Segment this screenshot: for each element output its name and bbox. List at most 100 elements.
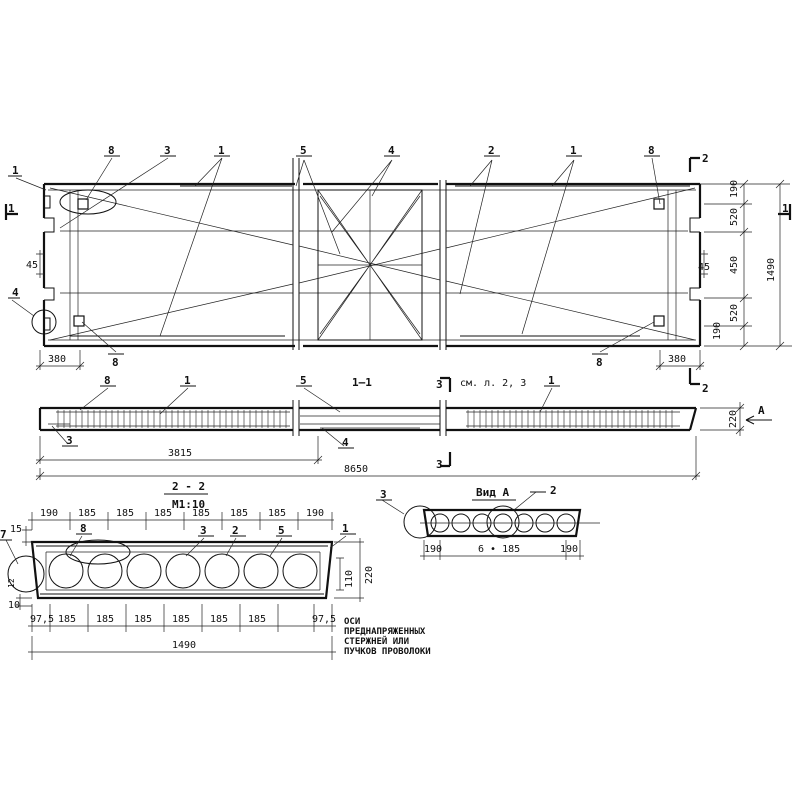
void-5 — [204, 553, 240, 589]
elev-callout-5: 5 — [300, 374, 307, 387]
elevation-view: 1—1 8 1 5 1 3 4 3 3 см. л. 2, 3 A 220 — [35, 374, 772, 481]
sec-voids — [48, 553, 318, 589]
void-4 — [165, 553, 201, 589]
plan-break-left — [292, 158, 300, 350]
sec-note-line-3: ПУЧКОВ ПРОВОЛОКИ — [344, 647, 431, 657]
sec-detail-ellipse-8 — [65, 539, 131, 565]
plan-dim-chain-right — [700, 179, 792, 351]
section-mark-3-top: 3 — [436, 378, 443, 391]
elevation-title: 1—1 — [352, 376, 372, 389]
sec-dim-220: 220 — [364, 566, 375, 584]
elev-callout-3: 3 — [66, 434, 73, 447]
view-a-dim-right: 190 — [560, 544, 578, 555]
lifting-loop-tl — [77, 198, 89, 210]
sec-dim-12: 12 — [7, 578, 16, 588]
plan-callout-8-tl: 8 — [108, 144, 115, 157]
plan-bars — [70, 185, 690, 337]
sec-bottom-dim-7: 97,5 — [312, 614, 336, 625]
plan-callout-8-bl: 8 — [112, 356, 119, 369]
sec-top-dim-0: 190 — [40, 508, 58, 519]
plan-view: 1 8 3 1 5 4 2 1 8 4 8 8 1 1 2 2 190 520 … — [4, 144, 792, 395]
elev-callout-1-left: 1 — [184, 374, 191, 387]
plan-outline-left — [42, 182, 295, 348]
plan-callout-4: 4 — [388, 144, 395, 157]
view-a-detail-3 — [403, 505, 437, 539]
section-22-title: 2 - 2 — [172, 480, 205, 493]
elevation-outline — [38, 406, 698, 432]
elevation-stirrups-right — [466, 410, 680, 428]
elev-callout-4: 4 — [342, 436, 349, 449]
elevation-stirrups-left — [56, 410, 290, 428]
dim-45-right: 45 — [698, 262, 710, 273]
void-3 — [126, 553, 162, 589]
detail-ellipse-tl — [59, 189, 117, 215]
sec-top-dim-1: 185 — [78, 508, 96, 519]
view-a-outline — [422, 508, 582, 538]
section-mark-1-left: 1 — [8, 202, 15, 215]
plan-callout-3: 3 — [164, 144, 171, 157]
dim-520-lower: 520 — [729, 304, 740, 322]
plan-callout-5: 5 — [300, 144, 307, 157]
dim-220-elev: 220 — [728, 410, 739, 428]
view-a-callout-3: 3 — [380, 488, 387, 501]
sec-bottom-dim-2: 185 — [96, 614, 114, 625]
dim-8650: 8650 — [344, 464, 368, 475]
sec-callout-7: 7 — [0, 528, 7, 541]
dim-45-left: 45 — [26, 260, 38, 271]
sec-detail-circle-7 — [7, 555, 45, 593]
view-a-dim-left: 190 — [424, 544, 442, 555]
sec-dim-10: 10 — [8, 600, 20, 611]
sec-top-dim-chain — [28, 512, 334, 530]
sec-callout-1: 1 — [342, 522, 349, 535]
plan-leaders — [11, 157, 661, 353]
sec-callout-3: 3 — [200, 524, 207, 537]
dim-190-bottom: 190 — [712, 322, 723, 340]
plan-break-right — [439, 180, 447, 350]
plan-outline-right — [446, 182, 702, 348]
dim-450: 450 — [729, 256, 740, 274]
sec-top-dim-5: 185 — [230, 508, 248, 519]
view-a-marker: A — [758, 404, 765, 417]
plan-outline-mid — [303, 182, 438, 348]
dim-190-top: 190 — [729, 180, 740, 198]
view-a-title: Вид А — [476, 486, 509, 499]
sec-top-dim-6: 185 — [268, 508, 286, 519]
plan-callout-4-left: 4 — [12, 286, 19, 299]
elev-callout-1-right: 1 — [548, 374, 555, 387]
sec-bottom-dim-5: 185 — [210, 614, 228, 625]
plan-callout-1-left: 1 — [12, 164, 19, 177]
lifting-loop-tr — [653, 198, 665, 210]
sec-dim-1490: 1490 — [172, 640, 196, 651]
sec-slab-outline — [30, 540, 334, 600]
dim-520-upper: 520 — [729, 208, 740, 226]
sec-note-line-0: ОСИ — [344, 617, 360, 627]
sec-dim-15: 15 — [10, 524, 22, 535]
void-1 — [48, 553, 84, 589]
plan-callout-1-a: 1 — [218, 144, 225, 157]
sec-bottom-dim-chain — [28, 604, 336, 632]
section-mark-2-top: 2 — [702, 152, 709, 165]
void-2 — [87, 553, 123, 589]
sec-bottom-dim-4: 185 — [172, 614, 190, 625]
void-7 — [282, 553, 318, 589]
section-mark-3-bottom: 3 — [436, 458, 443, 471]
sec-note-line-2: СТЕРЖНЕЙ ИЛИ — [344, 635, 409, 647]
sec-bottom-dim-6: 185 — [248, 614, 266, 625]
sec-top-dim-7: 190 — [306, 508, 324, 519]
sec-callout-2: 2 — [232, 524, 239, 537]
section-mark-2-bottom: 2 — [702, 382, 709, 395]
plan-callout-8-br: 8 — [596, 356, 603, 369]
section-2-2: 2 - 2 М1:10 190 185 185 185 185 185 185 … — [0, 480, 431, 660]
sec-top-dim-3: 185 — [154, 508, 172, 519]
view-a-detail-2 — [486, 505, 520, 539]
view-a-dim-mid: 6 • 185 — [478, 544, 520, 555]
detail-circle-4 — [31, 309, 57, 335]
dim-1490-overall: 1490 — [766, 258, 777, 282]
void-6 — [243, 553, 279, 589]
elev-note: см. л. 2, 3 — [460, 378, 526, 389]
view-a-callout-2: 2 — [550, 484, 557, 497]
sec-callout-5: 5 — [278, 524, 285, 537]
sec-note: ОСИ ПРЕДНАПРЯЖЕННЫХ СТЕРЖНЕЙ ИЛИ ПУЧКОВ … — [344, 617, 431, 657]
sec-bottom-dim-1: 185 — [58, 614, 76, 625]
